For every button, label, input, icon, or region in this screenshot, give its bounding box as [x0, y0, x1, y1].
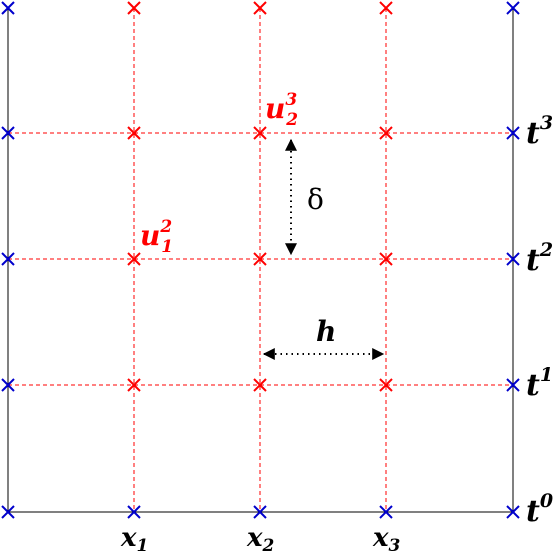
interior-node-1-4 [127, 1, 141, 15]
boundary-node-0-1 [1, 378, 15, 392]
interior-node-2-2 [253, 252, 267, 266]
boundary-node-0-0 [1, 505, 15, 519]
boundary-node-2-0 [253, 505, 267, 519]
t3-label: t3 [526, 112, 553, 151]
grid-nodes [1, 1, 520, 519]
boundary-node-0-4 [1, 1, 15, 15]
boundary-node-0-2 [1, 252, 15, 266]
h-label: h [316, 315, 336, 348]
delta-label: δ [307, 183, 324, 216]
t1-label: t1 [526, 364, 553, 403]
interior-node-1-2 [127, 252, 141, 266]
boundary-node-4-2 [506, 252, 520, 266]
x3-label: x3 [372, 523, 401, 551]
interior-node-3-3 [379, 126, 393, 140]
interior-node-3-2 [379, 252, 393, 266]
interior-node-2-4 [253, 1, 267, 15]
boundary-node-4-4 [506, 1, 520, 15]
boundary-node-4-1 [506, 378, 520, 392]
t2-label: t2 [526, 239, 553, 278]
boundary-node-4-3 [506, 126, 520, 140]
boundary-node-3-0 [379, 505, 393, 519]
boundary-node-4-0 [506, 505, 520, 519]
interior-node-3-4 [379, 1, 393, 15]
interior-node-3-1 [379, 378, 393, 392]
x1-label: x1 [120, 523, 148, 551]
interior-node-1-3 [127, 126, 141, 140]
boundary-node-1-0 [127, 505, 141, 519]
boundary-node-0-3 [1, 126, 15, 140]
t0-label: t0 [526, 490, 553, 529]
interior-node-2-3 [253, 126, 267, 140]
x2-label: x2 [246, 523, 275, 551]
interior-node-2-1 [253, 378, 267, 392]
interior-node-1-1 [127, 378, 141, 392]
